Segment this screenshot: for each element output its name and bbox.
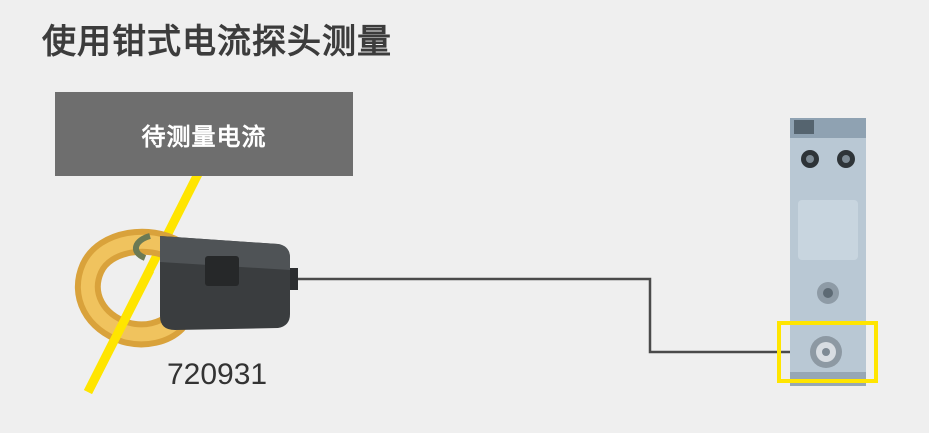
- connector-highlight-box: [777, 321, 878, 383]
- bnc-connector-icon: [810, 336, 842, 368]
- current-label-box: 待测量电流: [55, 92, 353, 176]
- clamp-probe-icon: [74, 228, 298, 348]
- current-conductor-front: [83, 267, 155, 395]
- probe-model-label: 720931: [167, 358, 268, 391]
- page-title: 使用钳式电流探头测量: [42, 22, 392, 62]
- probe-cable: [295, 277, 815, 354]
